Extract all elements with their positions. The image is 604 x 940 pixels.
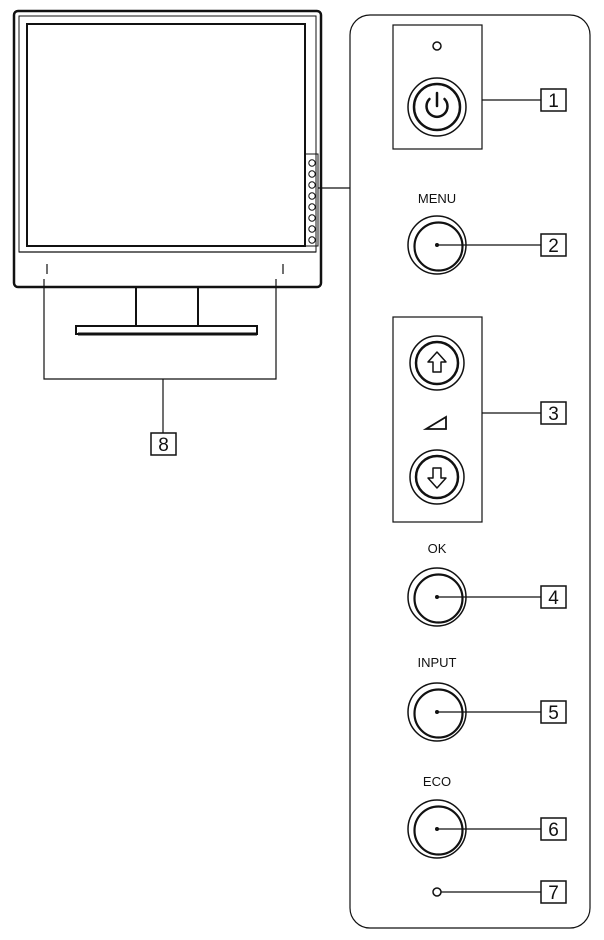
callout-5-text: 5: [548, 703, 559, 724]
volume-triangle-icon: [422, 415, 447, 430]
callout-2-text: 2: [548, 236, 559, 257]
callout-3-box: [540, 401, 567, 425]
ok-label: OK: [428, 541, 447, 556]
callout-6-text: 6: [548, 820, 559, 841]
callout-3-text: 3: [548, 404, 559, 425]
monitor: [12, 9, 323, 433]
monitor-screen: [26, 23, 306, 247]
light-sensor: [432, 887, 442, 897]
eco-label: ECO: [423, 774, 451, 789]
callout-8-text: 8: [158, 435, 169, 456]
up-button[interactable]: [409, 335, 465, 391]
power-section-frame: [392, 24, 483, 150]
input-label: INPUT: [418, 655, 457, 670]
callout-6-box: [540, 817, 567, 841]
side-control-strip: [304, 153, 319, 247]
callout-5-box: [540, 700, 567, 724]
callout-1-box: [540, 88, 567, 112]
callout-2-box: [540, 233, 567, 257]
callout-7-text: 7: [548, 883, 559, 904]
callout-1-text: 1: [548, 91, 559, 112]
callout-4-box: [540, 585, 567, 609]
control-panel: [349, 14, 591, 929]
down-arrow-icon: [427, 467, 447, 489]
menu-label: MENU: [418, 191, 456, 206]
power-button[interactable]: [407, 77, 467, 137]
callout-8-box: [150, 432, 177, 456]
callout-8-bracket: [43, 279, 277, 380]
down-button[interactable]: [409, 449, 465, 505]
power-icon: [425, 91, 449, 119]
arrow-section-frame: [392, 316, 483, 523]
side-control-buttons: [308, 159, 316, 244]
power-indicator-led: [432, 41, 442, 51]
callout-4-text: 4: [548, 588, 559, 609]
callout-7-box: [540, 880, 567, 904]
monitor-bezel-inner: [18, 15, 317, 253]
monitor-bezel: [12, 9, 323, 289]
up-arrow-icon: [427, 351, 447, 373]
